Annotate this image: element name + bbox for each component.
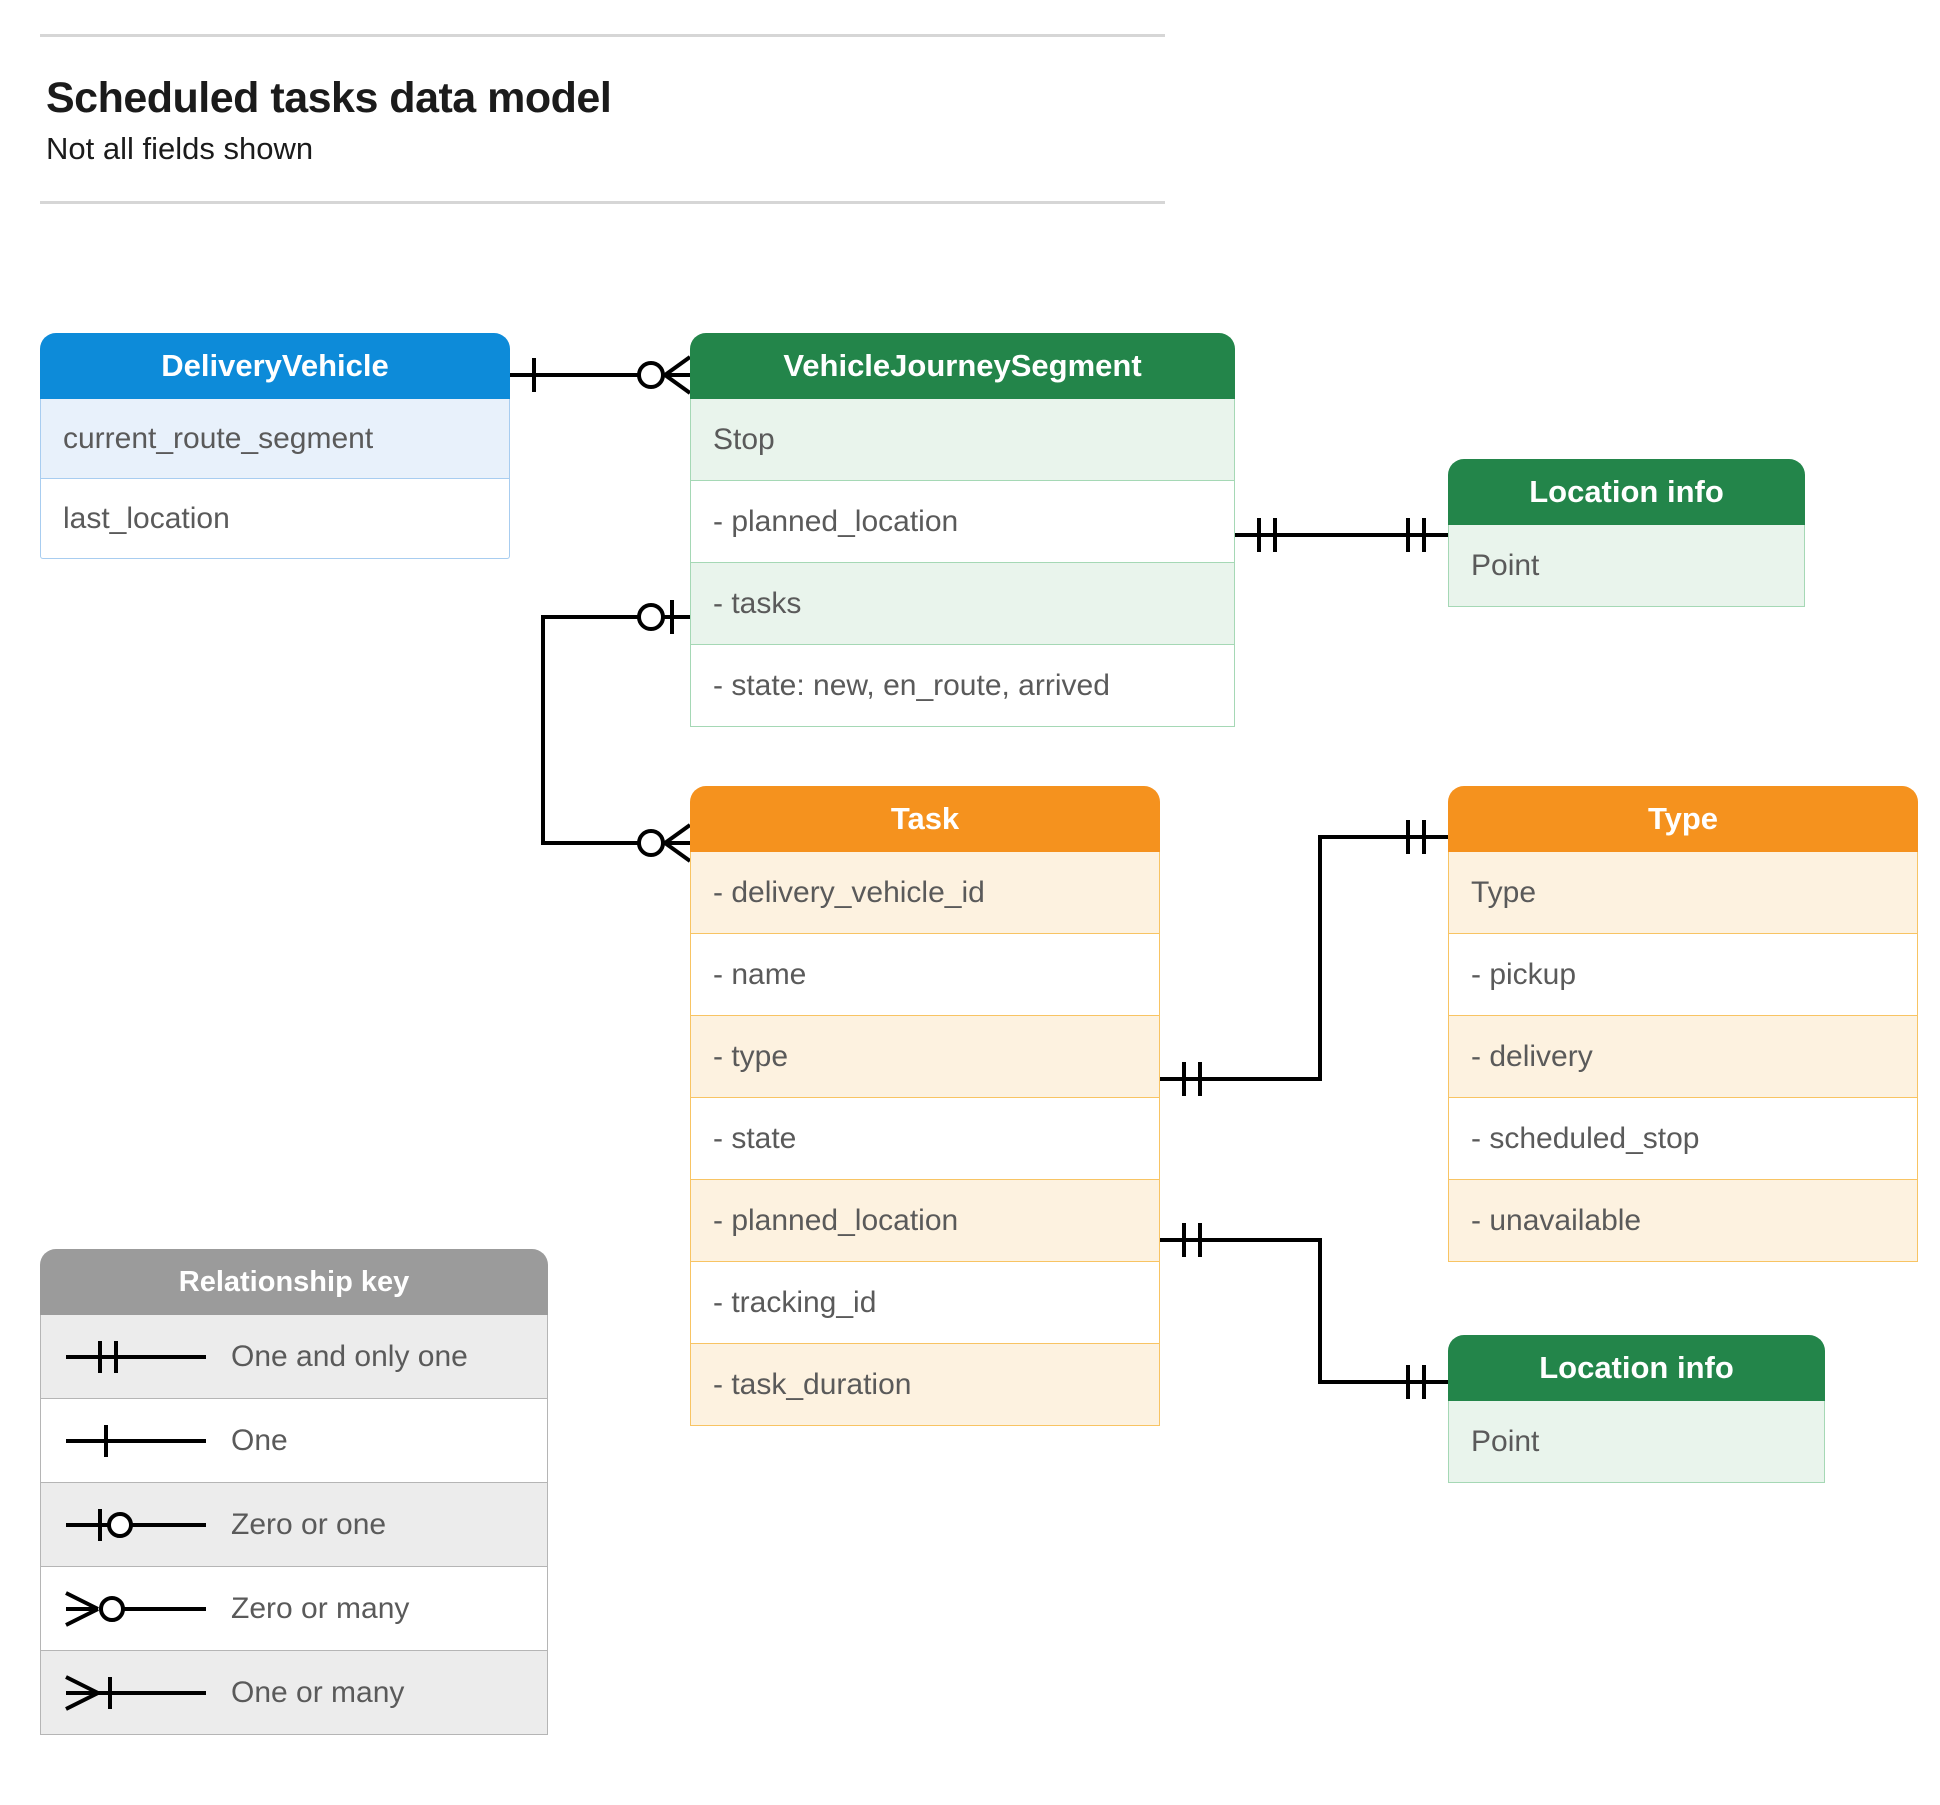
relationship-key-legend[interactable]: Relationship key One and only one One [40, 1249, 548, 1735]
legend-item-label: Zero or one [231, 1507, 387, 1541]
legend-item-one-or-many: One or many [40, 1651, 548, 1735]
legend-item-zero-or-many: Zero or many [40, 1567, 548, 1651]
entity-type[interactable]: Type Type - pickup - delivery - schedule… [1448, 786, 1918, 1262]
relationship-key-title: Relationship key [40, 1249, 548, 1315]
zero-or-one-icon [41, 1502, 231, 1548]
page-subtitle: Not all fields shown [46, 131, 314, 167]
header-top-divider [40, 34, 1165, 37]
entity-field-row: last_location [40, 479, 510, 559]
legend-item-label: One [231, 1423, 288, 1457]
entity-field-row: - delivery_vehicle_id [690, 852, 1160, 934]
entity-field-row: - pickup [1448, 934, 1918, 1016]
entity-location-info-bottom-title: Location info [1448, 1335, 1825, 1401]
legend-item-label: One and only one [231, 1339, 468, 1373]
entity-field-row: - planned_location [690, 1180, 1160, 1262]
entity-field-row: - tracking_id [690, 1262, 1160, 1344]
legend-item-label: One or many [231, 1675, 405, 1709]
entity-field-row: - state: new, en_route, arrived [690, 645, 1235, 727]
one-or-many-icon [41, 1670, 231, 1716]
header-bottom-divider [40, 201, 1165, 205]
one-and-only-one-icon [41, 1334, 231, 1380]
page-header: Scheduled tasks data model Not all field… [40, 34, 1165, 205]
entity-field-row: - scheduled_stop [1448, 1098, 1918, 1180]
legend-item-label: Zero or many [231, 1591, 410, 1625]
entity-delivery-vehicle-title: DeliveryVehicle [40, 333, 510, 399]
zero-or-many-icon [41, 1586, 231, 1632]
entity-field-row: Point [1448, 1401, 1825, 1483]
page-title: Scheduled tasks data model [46, 74, 612, 122]
entity-task-title: Task [690, 786, 1160, 852]
entity-field-row: Type [1448, 852, 1918, 934]
entity-task[interactable]: Task - delivery_vehicle_id - name - type… [690, 786, 1160, 1426]
entity-field-row: - type [690, 1016, 1160, 1098]
entity-field-row: - task_duration [690, 1344, 1160, 1426]
entity-location-info-bottom[interactable]: Location info Point [1448, 1335, 1825, 1483]
one-icon [41, 1418, 231, 1464]
entity-location-info-top-title: Location info [1448, 459, 1805, 525]
entity-field-row: - planned_location [690, 481, 1235, 563]
entity-field-row: - delivery [1448, 1016, 1918, 1098]
entity-type-title: Type [1448, 786, 1918, 852]
entity-field-row: current_route_segment [40, 399, 510, 479]
entity-field-row: Point [1448, 525, 1805, 607]
legend-item-one: One [40, 1399, 548, 1483]
entity-field-row: - tasks [690, 563, 1235, 645]
legend-item-one-and-only-one: One and only one [40, 1315, 548, 1399]
entity-delivery-vehicle[interactable]: DeliveryVehicle current_route_segment la… [40, 333, 510, 559]
entity-field-row: - name [690, 934, 1160, 1016]
entity-field-row: - unavailable [1448, 1180, 1918, 1262]
legend-item-zero-or-one: Zero or one [40, 1483, 548, 1567]
entity-field-row: - state [690, 1098, 1160, 1180]
entity-vehicle-journey-segment-title: VehicleJourneySegment [690, 333, 1235, 399]
entity-location-info-top[interactable]: Location info Point [1448, 459, 1805, 607]
entity-field-row: Stop [690, 399, 1235, 481]
entity-vehicle-journey-segment[interactable]: VehicleJourneySegment Stop - planned_loc… [690, 333, 1235, 727]
